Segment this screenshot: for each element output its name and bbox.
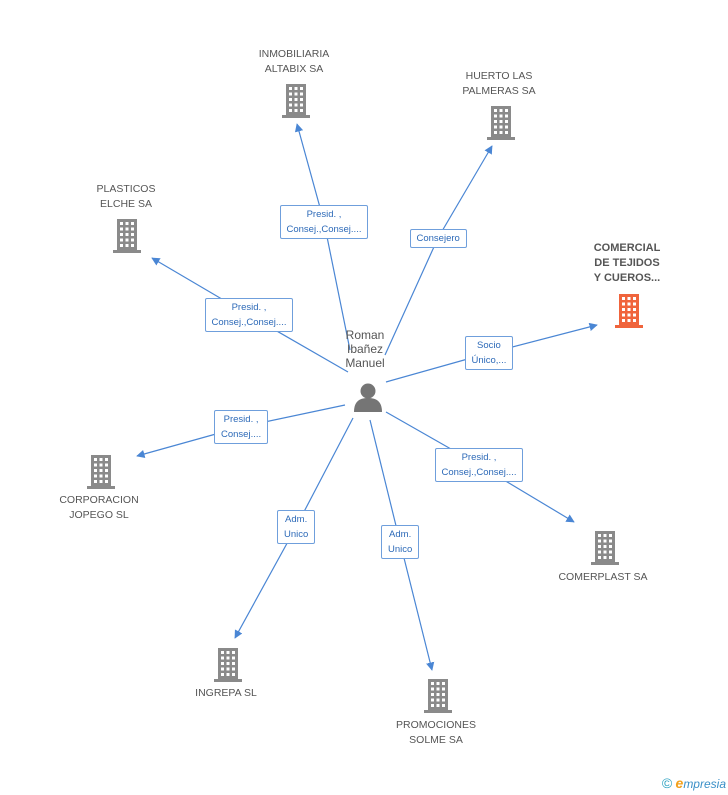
footer-brand: © empresia [662, 775, 726, 791]
person-icon[interactable] [352, 382, 384, 412]
building-icon[interactable] [85, 455, 117, 494]
company-label-comerplast[interactable]: COMERPLAST SA [528, 570, 678, 585]
relation-label-corporacion-jopego[interactable]: Presid. , Consej.... [214, 410, 269, 444]
company-label-inmobiliaria-altabix[interactable]: INMOBILIARIA ALTABIX SA [219, 47, 369, 77]
company-label-line: INGREPA SL [195, 687, 257, 699]
building-icon[interactable] [111, 219, 143, 258]
company-label-line: ELCHE SA [100, 198, 152, 210]
company-label-comercial-tejidos[interactable]: COMERCIAL DE TEJIDOS Y CUEROS... [552, 241, 702, 286]
person-name-line: Manuel [345, 356, 385, 370]
company-label-ingrepa[interactable]: INGREPA SL [151, 686, 301, 701]
relation-label-ingrepa[interactable]: Adm. Unico [277, 510, 316, 544]
brand-logo-initial: e [675, 775, 684, 791]
company-label-line: HUERTO LAS [465, 70, 533, 82]
relation-label-line: Presid. , [231, 302, 267, 313]
brand-name: mpresia [683, 777, 726, 791]
relation-label-line: Presid. , [306, 209, 342, 220]
building-icon[interactable] [422, 679, 454, 718]
relation-label-promociones-solme[interactable]: Adm. Unico [381, 525, 420, 559]
edge-huerto-las-palmeras [384, 145, 493, 356]
company-label-huerto-las-palmeras[interactable]: HUERTO LAS PALMERAS SA [424, 69, 574, 99]
company-label-line: INMOBILIARIA [258, 48, 330, 60]
relation-label-line: Consej.,Consej.... [441, 467, 517, 478]
relation-label-line: Único,... [471, 355, 507, 366]
company-label-line: COMERCIAL [593, 242, 661, 254]
company-label-line: PALMERAS SA [462, 85, 536, 97]
building-icon[interactable] [280, 84, 312, 123]
building-icon[interactable] [613, 294, 645, 333]
relation-label-line: Adm. [389, 529, 412, 540]
relation-label-huerto-las-palmeras[interactable]: Consejero [409, 228, 467, 248]
person-name-line: Ibañez [346, 342, 384, 356]
company-label-line: COMERPLAST SA [558, 571, 648, 583]
person-name-line: Roman [345, 328, 385, 342]
relation-label-line: Consejero [416, 232, 460, 244]
relation-label-line: Presid. , [223, 414, 259, 425]
copyright-icon: © [661, 775, 673, 791]
company-label-line: PROMOCIONES [396, 719, 476, 731]
company-label-line: PLASTICOS [96, 183, 156, 195]
company-label-line: Y CUEROS... [593, 272, 661, 284]
relation-label-line: Adm. [285, 514, 308, 525]
relation-label-plasticos-elche[interactable]: Presid. , Consej.,Consej.... [204, 298, 294, 332]
relation-label-line: Consej.... [221, 429, 262, 440]
relation-label-line: Consej.,Consej.... [286, 224, 362, 235]
relation-label-line: Consej.,Consej.... [211, 317, 287, 328]
building-icon[interactable] [212, 648, 244, 687]
company-label-line: CORPORACION [59, 494, 139, 506]
company-label-plasticos-elche[interactable]: PLASTICOS ELCHE SA [51, 182, 201, 212]
relation-label-inmobiliaria-altabix[interactable]: Presid. , Consej.,Consej.... [279, 205, 369, 239]
relation-label-line: Unico [388, 544, 413, 555]
relation-label-comerplast[interactable]: Presid. , Consej.,Consej.... [434, 448, 524, 482]
company-label-line: JOPEGO SL [69, 509, 129, 521]
company-label-line: ALTABIX SA [264, 63, 324, 75]
building-icon[interactable] [485, 106, 517, 145]
company-label-line: DE TEJIDOS [594, 257, 660, 269]
company-label-corporacion-jopego[interactable]: CORPORACION JOPEGO SL [24, 493, 174, 523]
relation-label-line: Unico [284, 529, 309, 540]
company-label-promociones-solme[interactable]: PROMOCIONES SOLME SA [361, 718, 511, 748]
relation-label-line: Presid. , [461, 452, 497, 463]
relation-label-line: Socio [477, 340, 501, 351]
company-label-line: SOLME SA [409, 734, 463, 746]
building-icon[interactable] [589, 531, 621, 570]
